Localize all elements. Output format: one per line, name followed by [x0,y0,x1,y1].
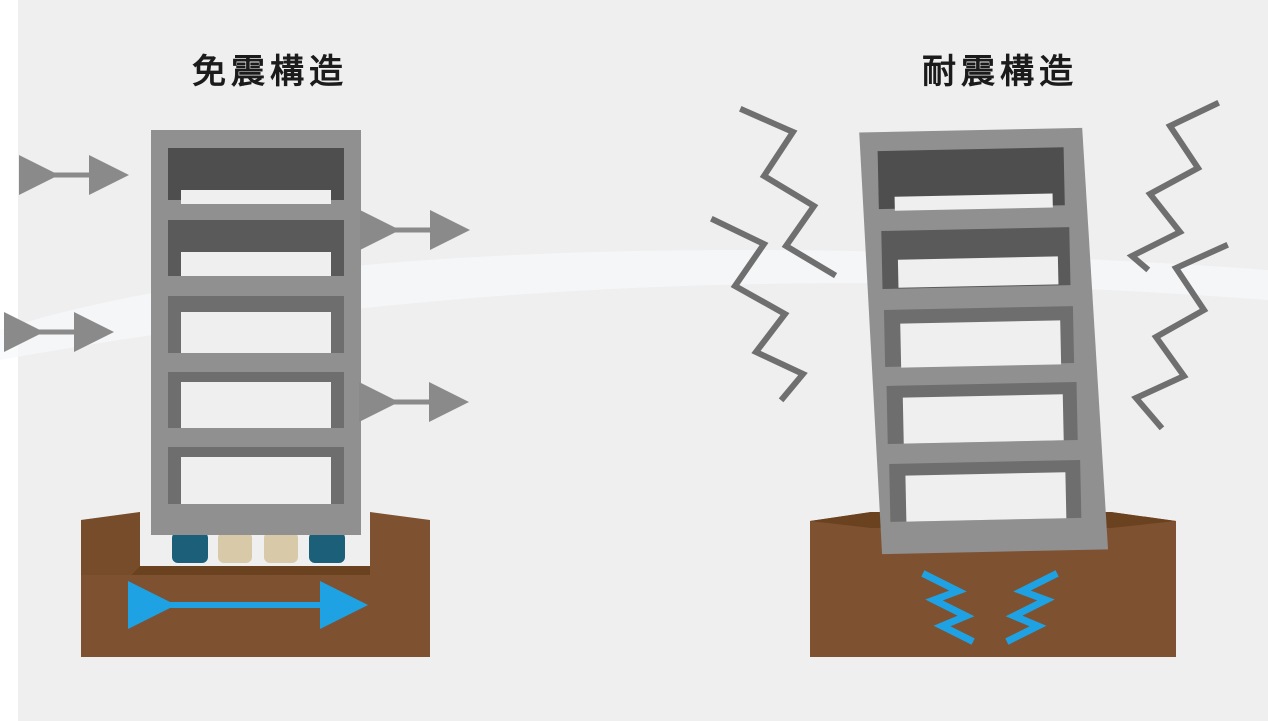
shake-mark-3 [1126,99,1221,273]
sway-arrows-left [4,155,470,422]
floor-glare-right-2 [897,256,1059,288]
earthquake-resistant-diagram [709,99,1229,657]
shock-mark-right [1005,570,1059,645]
earthquake-resistant-title: 耐震構造 [922,52,1078,92]
floor-opening-right-1 [877,147,1065,210]
shake-mark-1 [739,106,838,279]
shake-marks [709,99,1229,431]
shake-mark-4 [1131,242,1229,431]
floor-glare-right-1 [894,193,1053,211]
seismic-isolation-diagram [4,130,470,657]
seismic-isolation-title: 免震構造 [192,52,348,92]
floor-glare-right-3 [900,320,1062,368]
floor-glare-left-4 [181,382,331,428]
foundation-pit-floor [131,566,370,575]
floor-glare-left-5 [181,457,331,504]
building-left [151,130,361,535]
floor-glare-right-4 [902,394,1064,444]
building-right [859,127,1109,555]
ground-shadow-left [81,512,140,575]
rubber-bearing-dark-2 [309,532,345,563]
isolation-bearings [172,532,345,563]
floor-glare-left-3 [181,312,331,353]
ground-shock-marks [921,570,1059,645]
floor-glare-right-5 [905,472,1067,522]
shake-mark-2 [709,215,808,403]
rubber-bearing-dark-1 [172,532,208,563]
damper-bearing-light-1 [218,532,252,563]
floor-glare-left-2 [181,252,331,276]
floor-glare-left-1 [181,190,331,204]
damper-bearing-light-2 [264,532,298,563]
shock-mark-left [921,570,975,645]
